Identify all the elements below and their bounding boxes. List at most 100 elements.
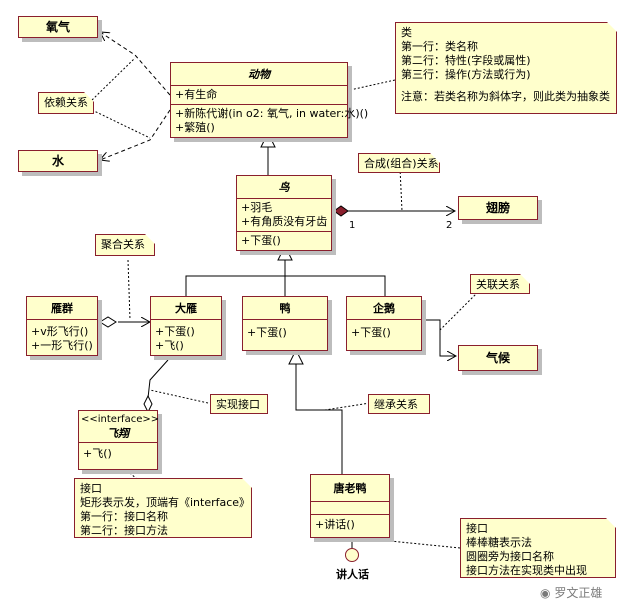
interface-fly-stereotype: <<interface>> xyxy=(81,414,160,425)
class-donald-duck[interactable]: 唐老鸭 +讲话() xyxy=(310,474,390,538)
class-goose-ops: +下蛋() +飞() xyxy=(151,320,221,355)
class-bird[interactable]: 鸟 +羽毛 +有角质没有牙齿 +下蛋() xyxy=(236,175,332,251)
note-class-line: 第二行：特性(字段或属性) xyxy=(401,54,531,67)
note-class-line: 第一行：类名称 xyxy=(401,40,478,53)
class-goose-op: +飞() xyxy=(155,339,184,352)
inherit-arrowhead-bird xyxy=(277,244,293,261)
class-bird-op: +下蛋() xyxy=(241,234,281,247)
class-animal-op: +新陈代谢(in o2: 氧气, in water:水)() xyxy=(175,107,369,120)
class-bird-ops: +下蛋() xyxy=(237,232,331,250)
interface-fly[interactable]: <<interface>> 飞翔 +飞() xyxy=(78,410,160,470)
class-goose-flock-op: +v形飞行() xyxy=(31,325,89,338)
note-interface-line: 第二行：接口方法 xyxy=(80,524,168,537)
dependency-note-link xyxy=(91,57,151,139)
class-climate[interactable]: 气候 xyxy=(458,345,538,371)
class-goose-flock-op: +一形飞行() xyxy=(31,339,93,352)
class-animal[interactable]: 动物 +有生命 +新陈代谢(in o2: 氧气, in water:水)() +… xyxy=(170,62,369,138)
class-note-link xyxy=(349,79,396,91)
inherit-arrowhead-animal xyxy=(260,131,276,148)
inheritance-note-link xyxy=(324,402,371,411)
note-lollipop-line: 棒棒糖表示法 xyxy=(466,536,532,549)
note-lollipop-line: 接口 xyxy=(466,522,488,535)
class-goose[interactable]: 大雁 +下蛋() +飞() xyxy=(150,296,222,356)
class-animal-ops: +新陈代谢(in o2: 氧气, in water:水)() +繁殖() xyxy=(171,105,369,137)
class-animal-op: +繁殖() xyxy=(175,121,215,134)
note-class: 类 第一行：类名称 第二行：特性(字段或属性) 第三行：操作(方法或行为) 注意… xyxy=(395,22,617,114)
note-lollipop-line: 接口方法在实现类中出现 xyxy=(466,564,587,577)
class-goose-name: 大雁 xyxy=(151,297,221,320)
multiplicity-2: 2 xyxy=(446,220,452,231)
lollipop-interface-label: 讲人话 xyxy=(336,568,369,581)
watermark: ◉ 罗文正雄 xyxy=(540,584,602,601)
class-wing-name: 翅膀 xyxy=(485,201,510,215)
note-aggregation: 聚合关系 xyxy=(95,234,155,256)
class-goose-op: +下蛋() xyxy=(155,325,195,338)
inherit-arrowhead-duck xyxy=(288,348,304,365)
note-interface-line: 接口 xyxy=(80,482,102,495)
class-oxygen[interactable]: 氧气 xyxy=(18,16,98,38)
class-penguin-op: +下蛋() xyxy=(351,326,391,339)
class-wing[interactable]: 翅膀 xyxy=(458,196,538,220)
inherit-donald-duck xyxy=(295,362,343,474)
note-lollipop-line: 圆圈旁为接口名称 xyxy=(466,550,554,563)
multiplicity-1: 1 xyxy=(349,220,355,231)
class-donald-duck-ops: +讲话() xyxy=(311,515,389,537)
composition-note-link xyxy=(399,167,403,212)
dependency-line-oxygen xyxy=(100,32,171,96)
interface-fly-op: +飞() xyxy=(83,447,112,460)
class-penguin-name: 企鹅 xyxy=(347,297,421,320)
class-duck-ops: +下蛋() xyxy=(243,320,327,350)
note-composition-text: 合成(组合)关系 xyxy=(364,157,439,170)
class-water[interactable]: 水 xyxy=(18,150,98,172)
composition-diamond xyxy=(333,205,349,217)
note-dependency: 依赖关系 xyxy=(38,92,94,114)
note-aggregation-text: 聚合关系 xyxy=(101,238,145,251)
realization-note-link xyxy=(149,389,209,404)
note-association-text: 关联关系 xyxy=(476,278,520,291)
aggregation-diamond xyxy=(99,316,117,328)
realization-line xyxy=(147,359,169,399)
note-class-line: 类 xyxy=(401,26,412,39)
note-class-line: 第三行：操作(方法或行为) xyxy=(401,68,531,81)
note-interface-line: 第一行：接口名称 xyxy=(80,510,168,523)
note-interface-line: 矩形表示发，顶端有《interface》 xyxy=(80,496,251,509)
class-duck[interactable]: 鸭 +下蛋() xyxy=(242,296,328,351)
class-penguin-ops: +下蛋() xyxy=(347,320,421,350)
note-interface: 接口 矩形表示发，顶端有《interface》 第一行：接口名称 第二行：接口方… xyxy=(74,478,252,538)
class-bird-attr: +羽毛 xyxy=(241,201,273,214)
class-animal-name: 动物 xyxy=(171,63,347,86)
lollipop-note-link xyxy=(359,537,461,549)
class-water-name: 水 xyxy=(51,154,64,168)
association-line xyxy=(425,319,456,356)
aggregation-note-link xyxy=(127,259,131,321)
note-realization-text: 实现接口 xyxy=(216,398,260,411)
watermark-icon: ◉ xyxy=(540,586,551,600)
note-inheritance: 继承关系 xyxy=(368,394,430,414)
note-class-line: 注意：若类名称为斜体字，则此类为抽象类 xyxy=(401,90,610,103)
note-composition: 合成(组合)关系 xyxy=(358,153,440,173)
class-donald-duck-op: +讲话() xyxy=(315,518,355,531)
class-duck-name: 鸭 xyxy=(243,297,327,320)
note-lollipop: 接口 棒棒糖表示法 圆圈旁为接口名称 接口方法在实现类中出现 xyxy=(460,518,616,578)
class-climate-name: 气候 xyxy=(485,351,510,365)
class-goose-flock[interactable]: 雁群 +v形飞行() +一形飞行() xyxy=(26,296,98,356)
note-realization: 实现接口 xyxy=(210,394,268,414)
class-animal-attrs: +有生命 xyxy=(171,86,347,105)
dependency-line-water xyxy=(100,109,171,160)
interface-fly-name: 飞翔 xyxy=(107,427,129,440)
class-duck-op: +下蛋() xyxy=(247,326,287,339)
class-goose-flock-name: 雁群 xyxy=(27,297,97,320)
class-donald-duck-attrs xyxy=(311,502,389,515)
note-inheritance-text: 继承关系 xyxy=(374,398,418,411)
note-class-line xyxy=(401,82,611,90)
association-note-link xyxy=(439,291,479,331)
interface-fly-ops: +飞() xyxy=(79,443,157,469)
class-donald-duck-name: 唐老鸭 xyxy=(311,475,389,502)
lollipop-interface-circle[interactable] xyxy=(345,548,359,562)
note-association: 关联关系 xyxy=(470,274,530,294)
class-bird-attr: +有角质没有牙齿 xyxy=(241,215,328,228)
class-bird-attrs: +羽毛 +有角质没有牙齿 xyxy=(237,199,331,232)
class-penguin[interactable]: 企鹅 +下蛋() xyxy=(346,296,422,351)
class-bird-name: 鸟 xyxy=(237,176,331,199)
